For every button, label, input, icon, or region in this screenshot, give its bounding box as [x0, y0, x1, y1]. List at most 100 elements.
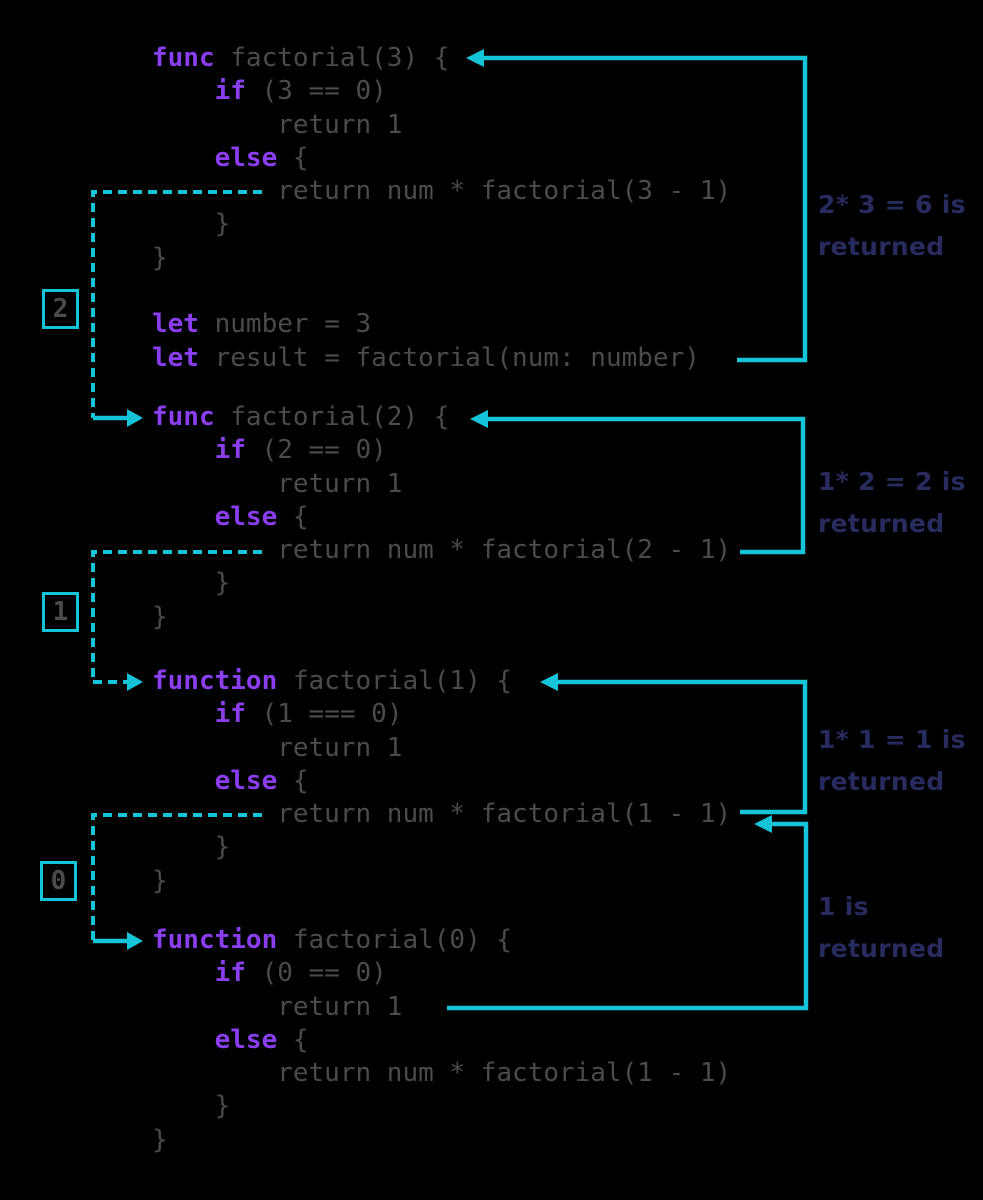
- code-block-factorial-2: func factorial(2) { if (2 == 0) return 1…: [152, 401, 731, 634]
- code-line: }: [152, 208, 731, 241]
- arrowhead-left-icon: [470, 410, 488, 428]
- code-text: number = 3: [198, 309, 372, 340]
- arrowhead-left-icon: [754, 815, 772, 833]
- code-line: return num * factorial(2 - 1): [152, 534, 731, 567]
- code-text: return 1: [152, 468, 403, 499]
- code-keyword: function: [152, 666, 278, 696]
- code-line: }: [152, 865, 731, 898]
- code-block-factorial-3: func factorial(3) { if (3 == 0) return 1…: [152, 42, 731, 375]
- code-text: }: [152, 865, 168, 896]
- code-text: }: [152, 242, 168, 273]
- code-text: [152, 76, 215, 106]
- code-line: else {: [152, 1024, 731, 1057]
- code-text: [152, 958, 215, 988]
- code-line: if (2 == 0): [152, 434, 731, 467]
- code-line: return num * factorial(1 - 1): [152, 798, 731, 831]
- code-line: return num * factorial(3 - 1): [152, 175, 731, 208]
- code-text: return num * factorial(3 - 1): [152, 176, 732, 207]
- call-depth-label: 2: [52, 294, 69, 324]
- annotation-return-2: 1* 2 = 2 is returned: [818, 461, 966, 545]
- annotation-line: 1* 2 = 2 is: [818, 467, 966, 496]
- code-text: return num * factorial(2 - 1): [152, 535, 732, 566]
- code-line: return num * factorial(1 - 1): [152, 1057, 731, 1090]
- code-text: return num * factorial(1 - 1): [152, 1058, 732, 1089]
- code-text: }: [152, 832, 231, 863]
- code-text: {: [277, 501, 309, 532]
- code-text: [152, 766, 215, 796]
- annotation-line: 1 is: [818, 892, 869, 921]
- annotation-line: returned: [818, 232, 945, 261]
- return-arrow-factorial-3: [466, 49, 808, 363]
- code-text: [152, 1025, 215, 1055]
- code-text: result = factorial(num: number): [198, 342, 700, 373]
- annotation-line: 1* 1 = 1 is: [818, 725, 966, 754]
- call-depth-box-0: 0: [40, 861, 77, 901]
- return-arrow-factorial-2: [470, 410, 806, 555]
- code-line: }: [152, 1124, 731, 1157]
- code-line: else {: [152, 765, 731, 798]
- code-text: }: [152, 1091, 231, 1122]
- code-text: {: [277, 142, 309, 173]
- code-text: (2 == 0): [245, 435, 387, 466]
- code-keyword: else: [214, 765, 278, 796]
- annotation-return-base-1: 1 is returned: [818, 886, 944, 970]
- code-text: }: [152, 601, 168, 632]
- code-text: {: [277, 1024, 309, 1055]
- code-keyword: func: [152, 43, 215, 73]
- code-line: [152, 275, 731, 308]
- arrowhead-left-icon: [466, 49, 484, 67]
- arrowhead-right-icon: [127, 932, 143, 950]
- code-text: factorial(0) {: [277, 925, 513, 955]
- code-text: factorial(2) {: [214, 402, 450, 432]
- code-text: {: [277, 765, 309, 796]
- return-arrow-factorial-1: [540, 673, 808, 815]
- code-text: }: [152, 209, 231, 240]
- arrowhead-right-icon: [127, 673, 143, 691]
- code-line: else {: [152, 501, 731, 534]
- code-line: let result = factorial(num: number): [152, 342, 731, 375]
- code-keyword: if: [214, 699, 246, 730]
- code-text: return 1: [152, 732, 403, 763]
- code-line: }: [152, 831, 731, 864]
- code-text: [152, 699, 215, 729]
- code-keyword: let: [152, 342, 199, 373]
- return-arrow-factorial-0: [447, 815, 809, 1011]
- code-line: if (1 === 0): [152, 698, 731, 731]
- annotation-line: returned: [818, 934, 945, 963]
- code-line: if (0 == 0): [152, 957, 731, 990]
- code-keyword: else: [214, 501, 278, 532]
- annotation-line: 2* 3 = 6 is: [818, 190, 966, 219]
- code-line: else {: [152, 142, 731, 175]
- code-line: return 1: [152, 991, 731, 1024]
- code-line: return 1: [152, 109, 731, 142]
- recursive-call-connector-depth-2: [91, 190, 262, 427]
- code-line: return 1: [152, 468, 731, 501]
- call-depth-label: 0: [50, 866, 67, 896]
- arrowhead-right-icon: [127, 409, 143, 427]
- code-line: return 1: [152, 732, 731, 765]
- code-line: func factorial(2) {: [152, 401, 731, 434]
- code-line: function factorial(1) {: [152, 665, 731, 698]
- code-line: }: [152, 242, 731, 275]
- code-line: function factorial(0) {: [152, 924, 731, 957]
- code-text: [152, 502, 215, 532]
- code-block-factorial-0: function factorial(0) { if (0 == 0) retu…: [152, 924, 731, 1157]
- code-text: [152, 143, 215, 173]
- arrowhead-left-icon: [540, 673, 558, 691]
- annotation-line: returned: [818, 509, 945, 538]
- code-keyword: if: [214, 958, 246, 989]
- annotation-line: returned: [818, 767, 945, 796]
- code-line: }: [152, 567, 731, 600]
- recursive-call-connector-depth-1: [91, 550, 262, 691]
- call-depth-box-1: 1: [42, 592, 79, 632]
- code-keyword: else: [214, 1024, 278, 1055]
- code-keyword: let: [152, 309, 199, 340]
- code-text: [152, 435, 215, 465]
- call-depth-box-2: 2: [42, 289, 79, 329]
- call-depth-label: 1: [52, 597, 69, 627]
- code-text: (0 == 0): [245, 958, 387, 989]
- code-text: }: [152, 568, 231, 599]
- code-keyword: if: [214, 76, 246, 107]
